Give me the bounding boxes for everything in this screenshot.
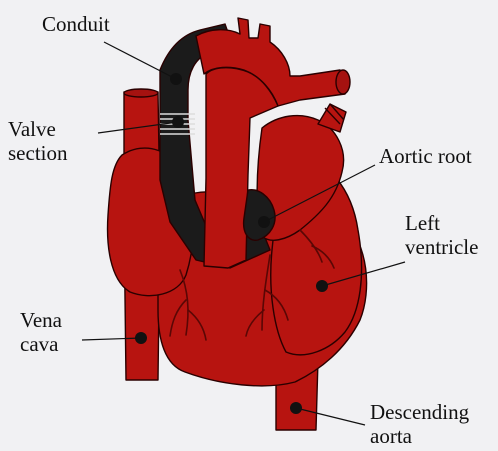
label-valve-line1: Valve <box>8 117 67 141</box>
conduit-dot <box>170 73 182 85</box>
label-aortic-root: Aortic root <box>379 144 472 168</box>
label-vena-line1: Vena <box>20 308 62 332</box>
label-lv-line1: Left <box>405 211 478 235</box>
left-ventricle-dot <box>316 280 328 292</box>
label-desc-line1: Descending <box>370 400 469 424</box>
descending-aorta-dot <box>290 402 302 414</box>
label-valve-section: Valve section <box>8 117 67 165</box>
aortic-root-dot <box>258 216 270 228</box>
label-conduit: Conduit <box>42 12 110 36</box>
label-conduit-text: Conduit <box>42 12 110 36</box>
label-left-ventricle: Left ventricle <box>405 211 478 259</box>
vena-cava-dot <box>135 332 147 344</box>
valve-dot <box>172 116 184 128</box>
label-vena-cava: Vena cava <box>20 308 62 356</box>
label-desc-line2: aorta <box>370 424 469 448</box>
label-valve-line2: section <box>8 141 67 165</box>
label-lv-line2: ventricle <box>405 235 478 259</box>
label-aortic-root-text: Aortic root <box>379 144 472 168</box>
label-vena-line2: cava <box>20 332 62 356</box>
label-descending-aorta: Descending aorta <box>370 400 469 448</box>
